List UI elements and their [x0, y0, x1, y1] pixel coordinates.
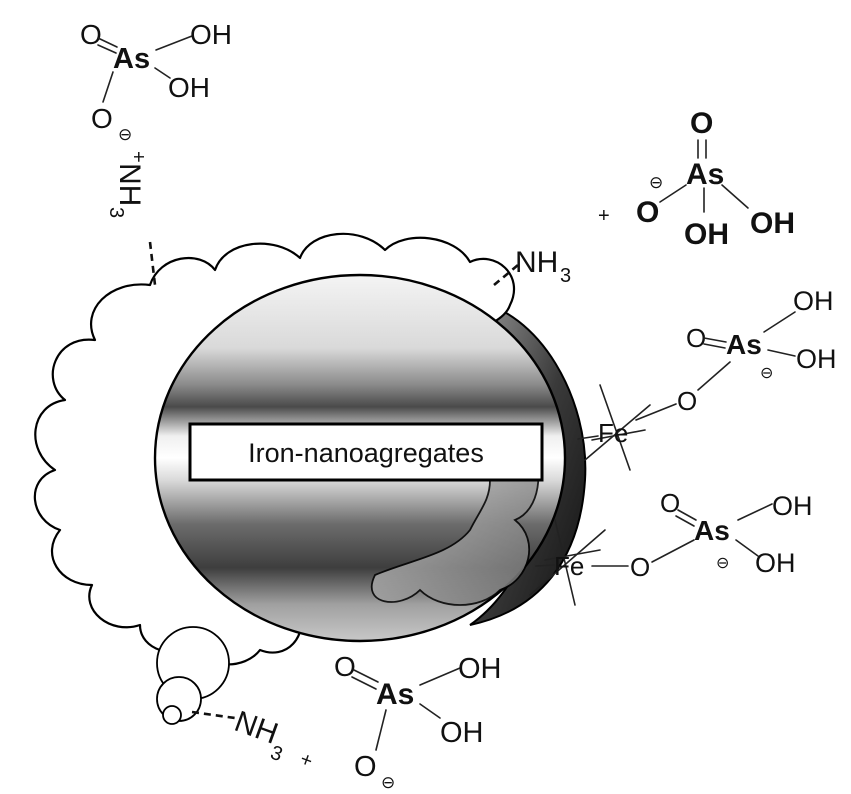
hydroxyl: OH	[190, 19, 232, 50]
amine-group-bottom: NH 3 +	[230, 705, 316, 773]
polymer-cloud	[33, 232, 516, 666]
arsenic-atom: As	[694, 515, 730, 546]
plus-charge: +	[297, 748, 316, 773]
subscript-3: 3	[105, 207, 127, 218]
anionic-oxygen: O	[636, 196, 659, 229]
bridging-oxygen: O	[677, 386, 697, 416]
fe-burst-lines	[584, 384, 651, 471]
subscript-3: 3	[560, 265, 571, 287]
hydroxyl: OH	[772, 491, 813, 521]
bridging-oxygen: O	[630, 552, 650, 582]
hydroxyl: OH	[458, 653, 502, 685]
hydroxyl: OH	[750, 207, 795, 240]
hydroxyl: OH	[440, 717, 484, 749]
plus-charge: +	[127, 151, 149, 163]
hydroxyl: OH	[796, 344, 837, 374]
arsenate-group-top-right: O As ⊖ O OH OH	[636, 107, 795, 251]
plus-charge: +	[598, 205, 610, 227]
anionic-oxygen: O	[354, 751, 377, 783]
arsenic-atom: As	[726, 329, 762, 360]
oxo-oxygen: O	[660, 488, 680, 518]
amine-group-top-right: NH 3 +	[515, 205, 610, 287]
iron-atom: Fe	[598, 418, 628, 448]
core-label: Iron-nanoagregates	[248, 438, 484, 468]
arsenate-group-bottom: O As OH OH O ⊖	[334, 651, 502, 792]
oxo-oxygen: O	[686, 323, 706, 353]
arsenate-group-top-left: O As OH OH O ⊖	[80, 19, 232, 144]
minus-charge: ⊖	[381, 773, 395, 792]
small-rings	[156, 626, 230, 725]
hydroxyl: OH	[168, 72, 210, 103]
hydroxyl: OH	[684, 218, 729, 251]
oxo-oxygen: O	[334, 651, 356, 682]
ionic-bond-dashes	[148, 241, 157, 286]
hydroxyl: OH	[793, 286, 834, 316]
anionic-oxygen: O	[91, 103, 113, 134]
arsenic-atom: As	[376, 678, 414, 711]
ionic-bond-dashes	[191, 710, 236, 720]
minus-charge: ⊖	[760, 365, 773, 382]
oxo-oxygen: O	[690, 107, 713, 140]
ionic-bond-dashes	[493, 264, 519, 286]
arsenic-atom: As	[686, 158, 724, 191]
core-label-box: Iron-nanoagregates	[188, 422, 544, 482]
fe-burst-lines	[529, 519, 606, 606]
amine-group-top-left: NH 3 +	[105, 151, 149, 218]
fe-arsenate-lower: Fe O O As ⊖ OH OH	[529, 488, 813, 606]
iron-atom: Fe	[554, 551, 584, 581]
hydroxyl: OH	[755, 548, 796, 578]
minus-charge: ⊖	[716, 555, 729, 572]
minus-charge: ⊖	[118, 125, 132, 144]
amine-nh: NH	[515, 246, 558, 279]
amine-nh: NH	[113, 163, 146, 206]
minus-charge: ⊖	[649, 173, 663, 192]
arsenic-atom: As	[113, 43, 150, 75]
oxo-oxygen: O	[80, 19, 102, 50]
fe-arsenate-upper: Fe O O As ⊖ OH OH	[577, 286, 837, 471]
